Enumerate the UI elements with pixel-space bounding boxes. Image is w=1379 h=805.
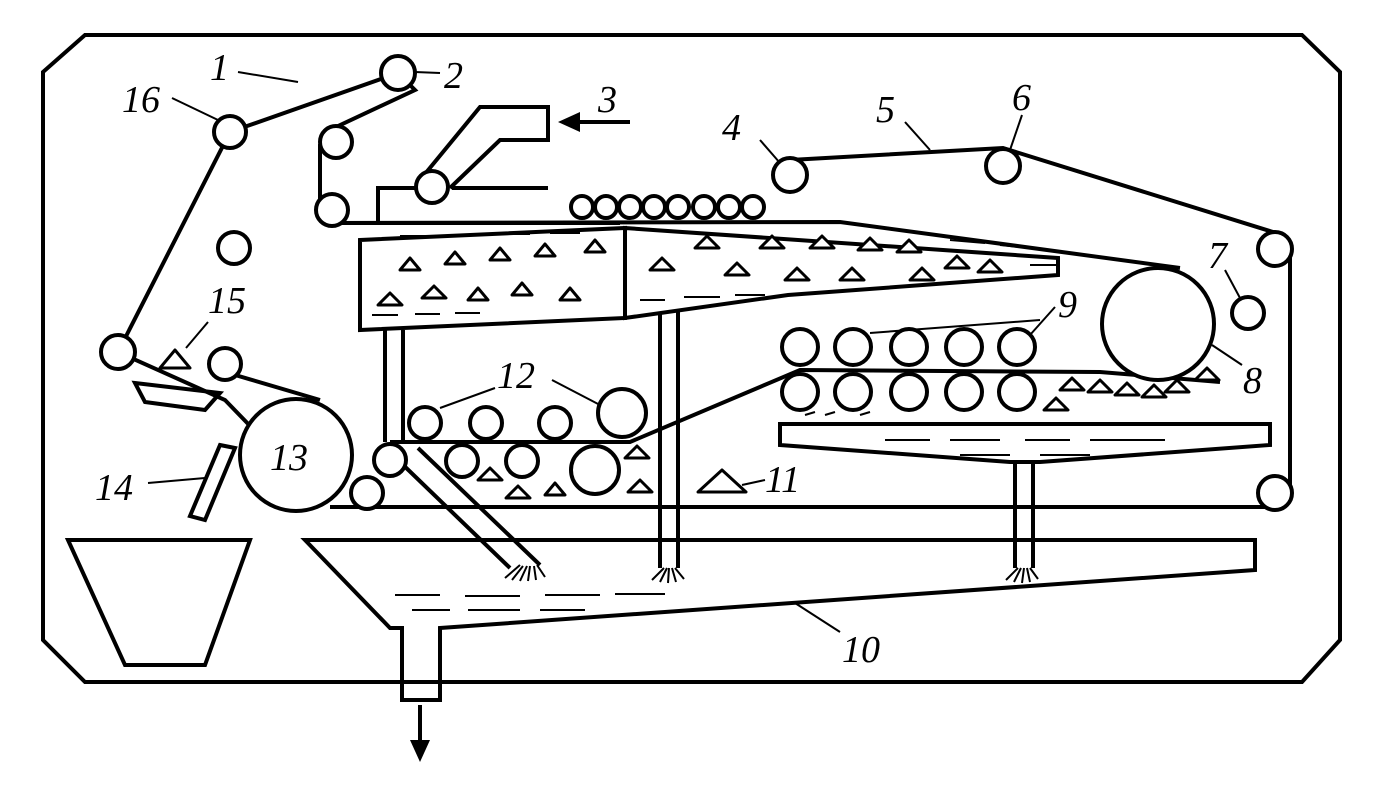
forming-roll: [665, 194, 691, 220]
doctor-blade-15: [131, 380, 225, 413]
drain-pipe-3: [1013, 462, 1035, 568]
label-12: 12: [497, 355, 535, 397]
label-9: 9: [1058, 284, 1077, 326]
headbox-wall: [376, 186, 420, 222]
forming-roll: [617, 194, 643, 220]
press-tray: [778, 422, 1272, 464]
roll-feed: [414, 169, 450, 205]
press-roll-lower: [833, 372, 873, 412]
roll-7: [1230, 295, 1266, 331]
felt-1-lower-run: [224, 370, 321, 402]
hopper: [64, 538, 253, 667]
press-roll-upper: [780, 327, 820, 367]
machine-housing: [41, 33, 1342, 684]
forming-roll: [593, 194, 619, 220]
roll-8: [1100, 266, 1216, 382]
label-7: 7: [1208, 235, 1229, 277]
label-10: 10: [842, 629, 880, 671]
roll-13-a: [349, 475, 385, 511]
drain-pipe-2: [658, 310, 680, 568]
belt-roll-12: [468, 405, 504, 441]
doctor-blade-14: [187, 442, 238, 523]
belt-roll-lower: [444, 443, 480, 479]
press-roll-upper: [889, 327, 929, 367]
label-16: 16: [122, 79, 160, 121]
roll-top-right: [1256, 230, 1294, 268]
label-3: 3: [597, 79, 617, 121]
forming-roll: [691, 194, 717, 220]
roll-2: [379, 54, 417, 92]
press-roll-upper: [997, 327, 1037, 367]
liquid-level-marks: [372, 232, 1165, 611]
feed-arrow-3-head: [558, 112, 580, 132]
roll-guide-a: [318, 124, 354, 160]
drain-sprays: [504, 564, 1039, 584]
press-roll-upper: [833, 327, 873, 367]
roll-guide-b: [314, 192, 350, 228]
belt-roll-lower-large: [569, 444, 621, 496]
leader-lines: [147, 71, 1243, 633]
roll-13: [238, 397, 354, 513]
roll-16: [212, 114, 248, 150]
drain-pipe-1: [383, 330, 405, 442]
belt-roll-12: [407, 405, 443, 441]
rolls: [99, 54, 1294, 513]
discharge-chute: [396, 446, 542, 570]
roll-6: [984, 147, 1022, 185]
roll-bottom-right: [1256, 474, 1294, 512]
roll-4: [771, 156, 809, 194]
press-roll-upper: [944, 327, 984, 367]
label-5: 5: [876, 89, 895, 131]
label-15: 15: [208, 280, 246, 322]
press-roll-lower: [780, 372, 820, 412]
forming-roll: [740, 194, 766, 220]
vacuum-box-1: [358, 225, 627, 333]
label-1: 1: [210, 47, 229, 89]
roll-13-b: [372, 442, 408, 478]
vacuum-box-2: [623, 225, 1060, 321]
label-2: 2: [444, 55, 463, 97]
roll-lower-b: [207, 346, 243, 382]
forming-roll: [716, 194, 742, 220]
label-14: 14: [95, 467, 133, 509]
press-roll-lower: [944, 372, 984, 412]
label-11: 11: [765, 459, 800, 501]
press-roll-lower: [997, 372, 1037, 412]
forming-surface: [331, 219, 1181, 270]
label-13: 13: [270, 437, 308, 479]
roll-mid-left: [216, 230, 252, 266]
pulp-particles: [158, 234, 1221, 500]
label-8: 8: [1243, 360, 1262, 402]
belt-roll-12: [537, 405, 573, 441]
press-roll-lower: [889, 372, 929, 412]
forming-roll: [641, 194, 667, 220]
belt-roll-12-large: [596, 387, 648, 439]
forming-roll: [569, 194, 595, 220]
collection-trough-10: [300, 538, 1257, 702]
roll-lower-left: [99, 333, 137, 371]
feed-chute-3: [418, 105, 550, 190]
belt-roll-lower: [504, 443, 540, 479]
label-4: 4: [722, 107, 741, 149]
label-6: 6: [1012, 77, 1031, 119]
outlet-arrow-head: [410, 740, 430, 762]
